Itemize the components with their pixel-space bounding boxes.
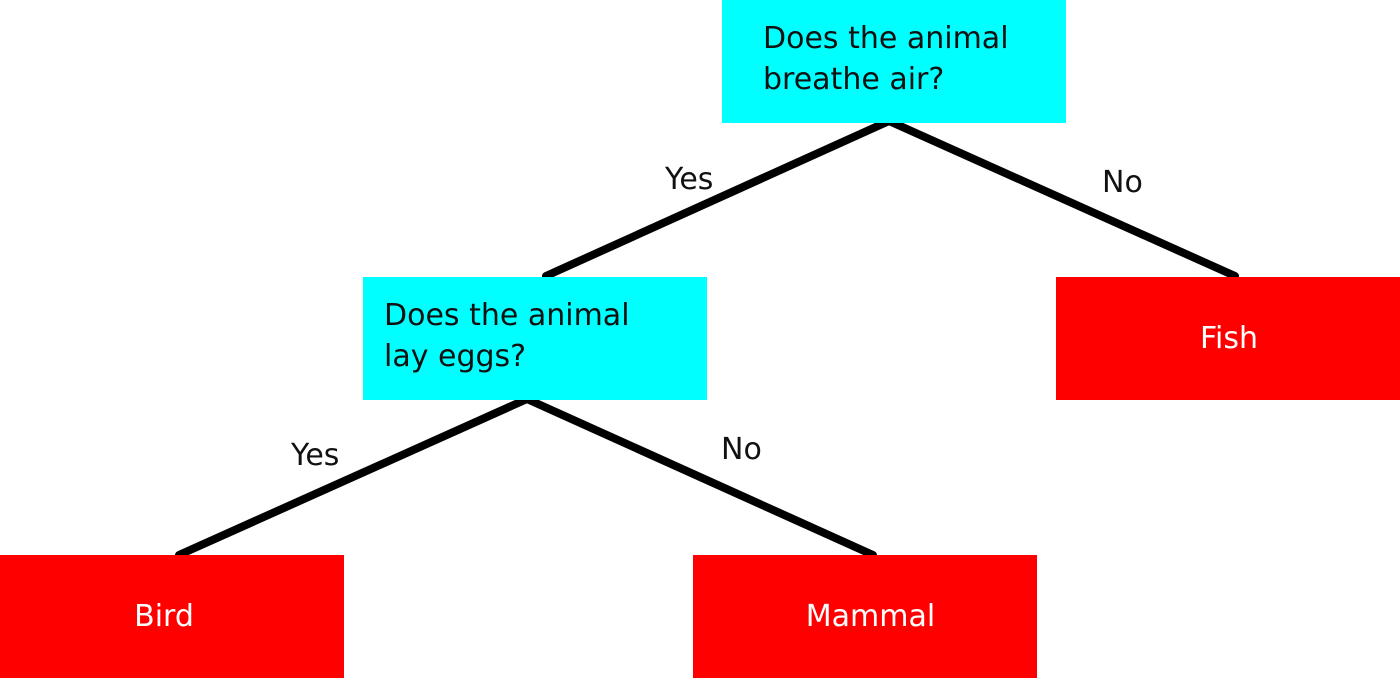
node-breathe-air-question: Does the animal breathe air? — [722, 0, 1066, 123]
node-fish-leaf: Fish — [1056, 277, 1400, 400]
edge-breathe-to-eggs — [542, 117, 893, 280]
node-mammal-text: Mammal — [805, 599, 936, 634]
edge-label-breathe-yes: Yes — [665, 162, 714, 197]
edge-eggs-to-bird — [175, 395, 531, 559]
node-lay-eggs-question: Does the animal lay eggs? — [363, 277, 707, 400]
node-bird-text: Bird — [134, 599, 194, 634]
node-bird-leaf: Bird — [0, 555, 344, 678]
edge-eggs-to-mammal — [523, 395, 877, 559]
edge-label-eggs-yes: Yes — [291, 438, 340, 473]
node-lay-eggs-text: Does the animal lay eggs? — [384, 298, 630, 374]
edge-label-eggs-no: No — [721, 432, 762, 467]
node-breathe-air-text: Does the animal breathe air? — [763, 21, 1009, 97]
edge-label-breathe-no: No — [1102, 165, 1143, 200]
node-mammal-leaf: Mammal — [693, 555, 1037, 678]
edge-breathe-to-fish — [885, 117, 1239, 280]
node-fish-text: Fish — [1199, 321, 1259, 356]
